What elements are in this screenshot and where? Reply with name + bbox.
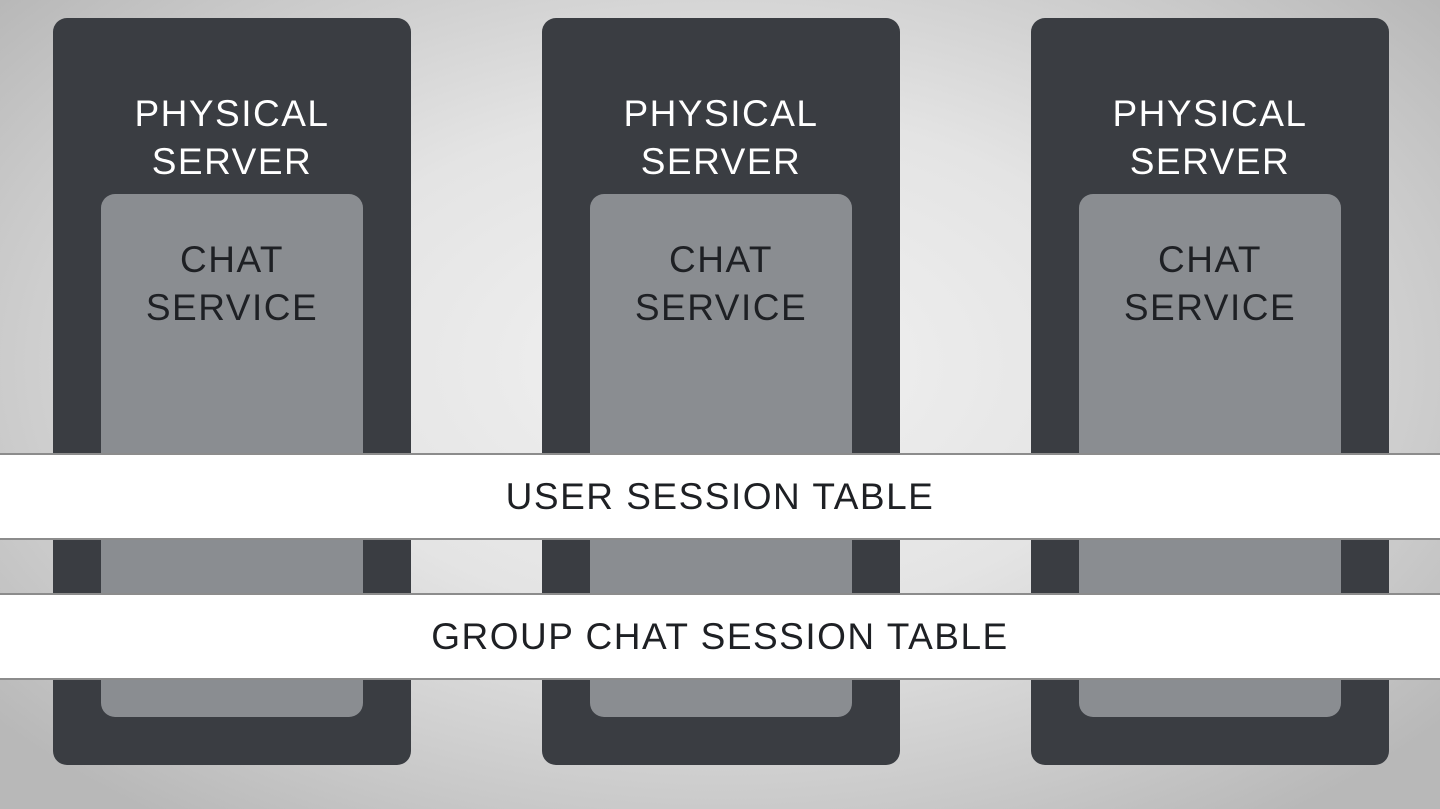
chat-service-label: CHAT SERVICE (1123, 239, 1297, 328)
chat-service-label: CHAT SERVICE (145, 239, 319, 328)
chat-service-label: CHAT SERVICE (634, 239, 808, 328)
user-session-table: USER SESSION TABLE (0, 453, 1440, 540)
physical-server-label: PHYSICAL SERVER (623, 93, 819, 182)
physical-server-label: PHYSICAL SERVER (1112, 93, 1308, 182)
group-chat-session-table: GROUP CHAT SESSION TABLE (0, 593, 1440, 680)
physical-server-label: PHYSICAL SERVER (134, 93, 330, 182)
